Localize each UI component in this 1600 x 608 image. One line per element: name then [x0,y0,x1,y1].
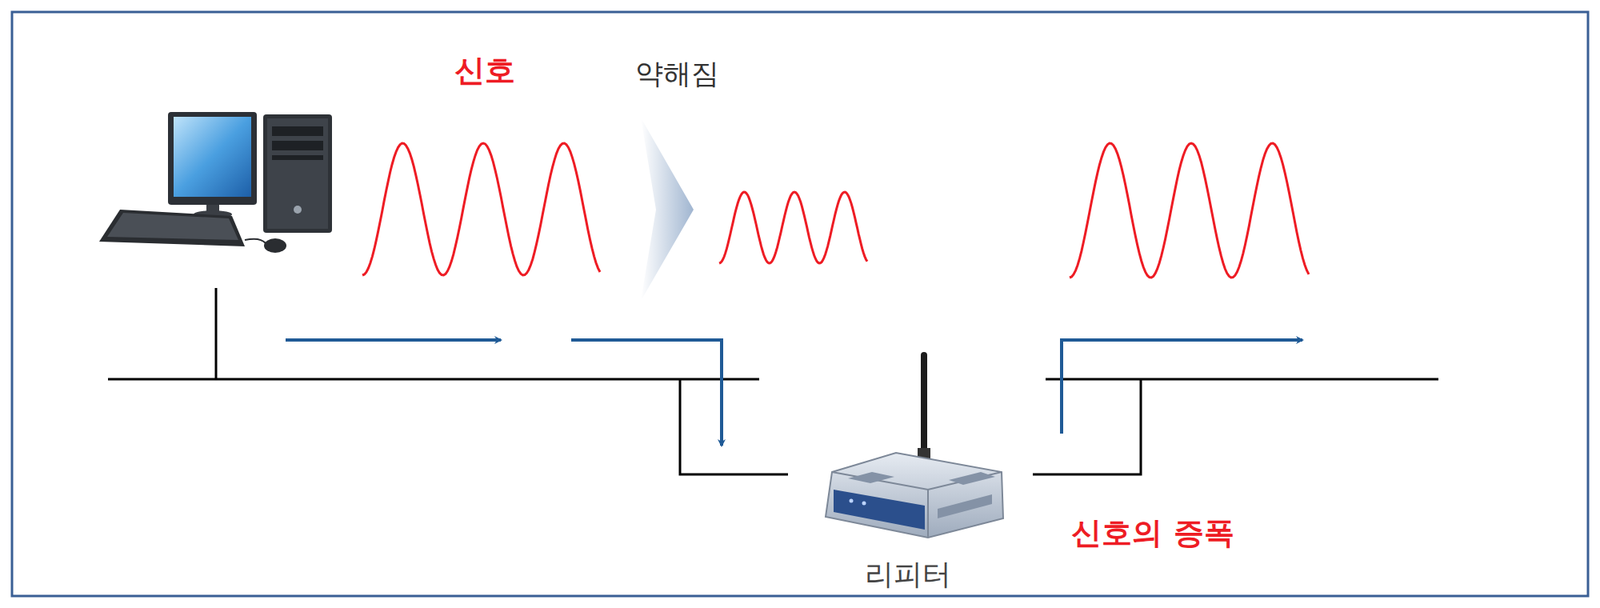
repeater-icon [825,352,1004,538]
repeater-label: 리피터 [864,558,952,591]
attenuation-label: 약해짐 [635,58,720,90]
signal-label: 신호 [454,54,516,88]
computer-icon [99,112,332,253]
flow-arrow [285,340,1303,446]
network-wire [108,288,1439,475]
amplification-label: 신호의 증폭 [1071,516,1234,551]
weak-signal-wave [719,192,868,264]
attenuation-chevron [640,117,694,301]
frame [12,12,1588,596]
amplified-signal-wave [1069,143,1309,278]
signal-wave [362,143,600,276]
